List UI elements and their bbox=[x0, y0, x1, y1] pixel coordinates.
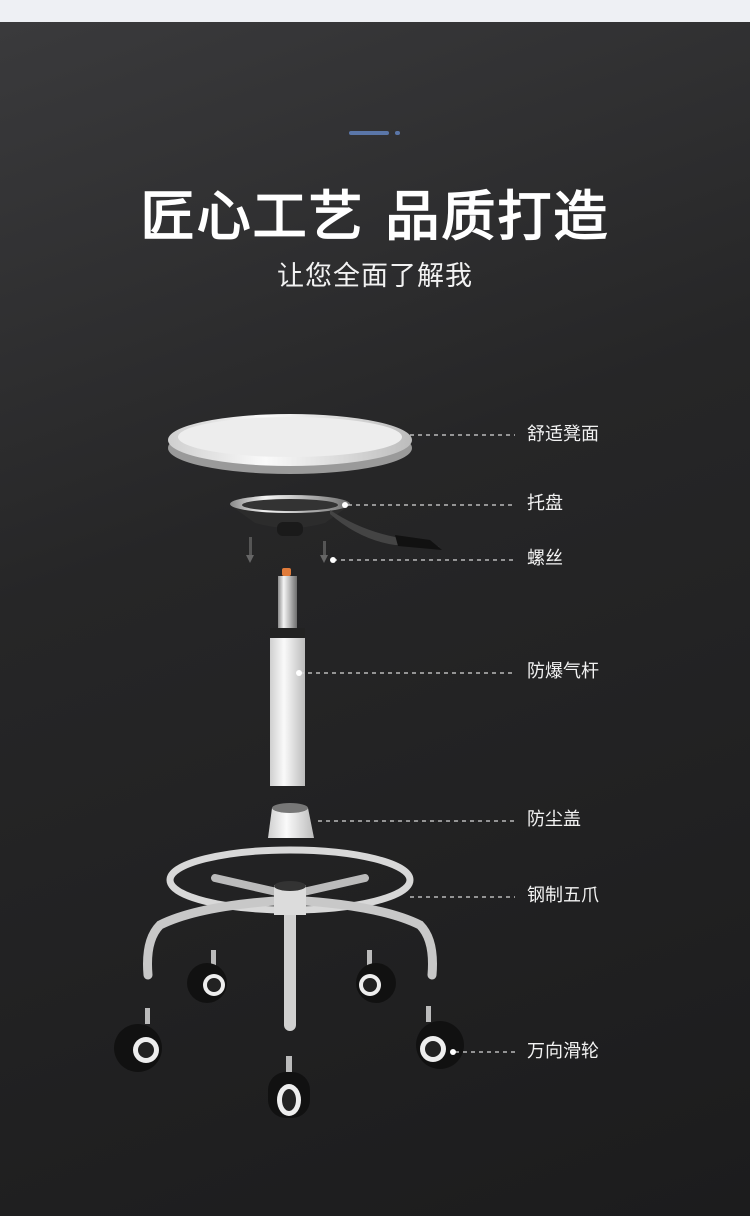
label-tray: 托盘 bbox=[527, 493, 563, 514]
page-title: 匠心工艺 品质打造 bbox=[140, 185, 610, 248]
tray bbox=[230, 495, 442, 550]
label-casters: 万向滑轮 bbox=[527, 1041, 599, 1062]
page-subtitle: 让您全面了解我 bbox=[277, 261, 473, 292]
leader-dots bbox=[296, 502, 456, 1055]
casters bbox=[114, 950, 464, 1118]
label-dust-cap: 防尘盖 bbox=[527, 809, 581, 830]
screws bbox=[246, 537, 328, 563]
five-star-base bbox=[143, 846, 437, 1031]
label-screws: 螺丝 bbox=[527, 548, 563, 569]
leader-lines bbox=[300, 434, 515, 1053]
gas-lift bbox=[270, 568, 305, 786]
accent-dot bbox=[395, 131, 400, 135]
accent-bar bbox=[349, 131, 389, 135]
seat bbox=[168, 414, 412, 474]
product-panel bbox=[0, 22, 750, 1216]
label-gas-lift: 防爆气杆 bbox=[527, 661, 599, 682]
label-base: 钢制五爪 bbox=[527, 885, 599, 906]
dust-cap bbox=[268, 803, 314, 838]
label-seat: 舒适凳面 bbox=[527, 424, 599, 445]
